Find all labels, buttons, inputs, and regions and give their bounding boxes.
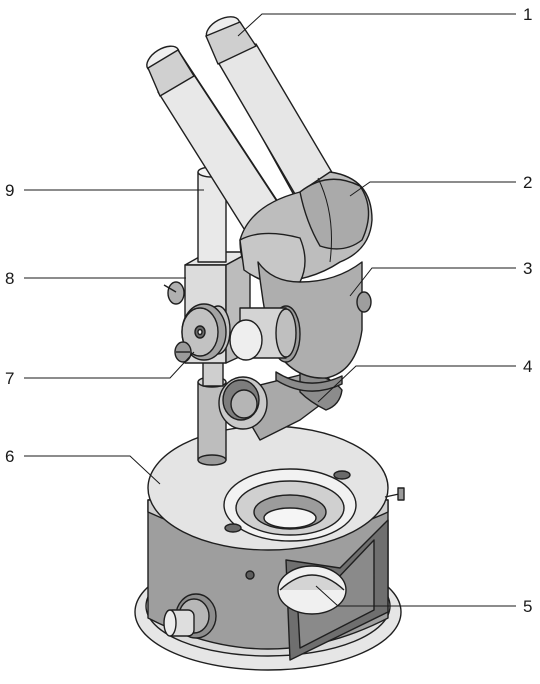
callout-2: 2 — [523, 173, 532, 192]
leader-lines — [24, 13, 516, 607]
leader-2 — [349, 181, 516, 197]
callout-9: 9 — [5, 181, 14, 200]
leader-4 — [317, 365, 516, 403]
callout-7: 7 — [5, 369, 14, 388]
eyepiece-tube-left — [146, 45, 285, 233]
callout-1: 1 — [523, 5, 532, 24]
callout-4: 4 — [523, 357, 532, 376]
focus-wheel[interactable] — [181, 303, 231, 361]
callout-6: 6 — [5, 447, 14, 466]
leader-7 — [24, 351, 195, 379]
base-knob[interactable] — [163, 593, 217, 639]
leader-6 — [24, 455, 161, 485]
eyepiece-tube-right — [205, 16, 341, 207]
stage-screw[interactable] — [384, 487, 405, 501]
leader-5 — [315, 585, 516, 607]
side-tube — [229, 305, 301, 363]
prism-housing — [239, 171, 373, 285]
callout-8: 8 — [5, 269, 14, 288]
leader-3 — [349, 267, 516, 297]
back-focus-knob[interactable] — [163, 281, 185, 305]
callout-labels: 1 2 3 4 5 6 7 8 9 — [5, 5, 532, 616]
fine-focus-knob[interactable] — [174, 341, 192, 363]
callout-3: 3 — [523, 259, 532, 278]
callout-5: 5 — [523, 597, 532, 616]
leader-1 — [237, 13, 516, 37]
